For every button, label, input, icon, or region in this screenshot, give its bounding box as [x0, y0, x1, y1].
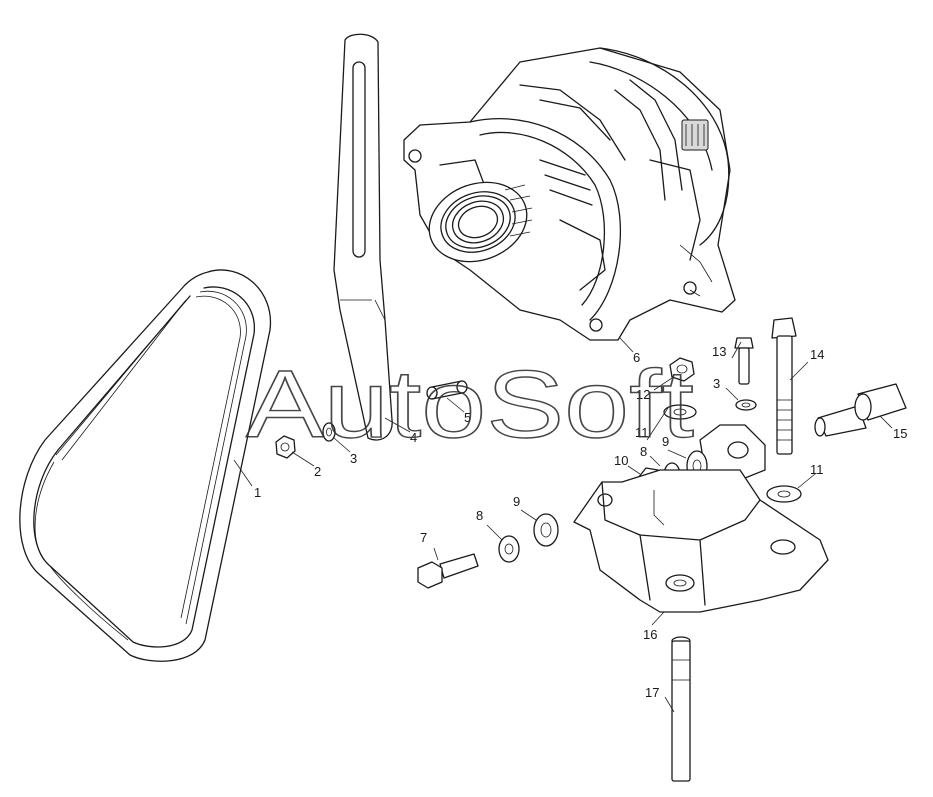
callout-5: 5: [464, 410, 471, 425]
short-bolt: [734, 337, 754, 385]
adjusting-strap: [333, 33, 393, 441]
stud: [671, 636, 691, 782]
callout-3-strap: 3: [350, 451, 357, 466]
callout-1: 1: [254, 485, 261, 500]
callout-9-lower: 9: [513, 494, 520, 509]
mounting-bracket: [573, 469, 829, 613]
drive-belt: [19, 269, 272, 662]
alternator: [403, 47, 736, 341]
callout-4: 4: [410, 430, 417, 445]
washer-right: [766, 485, 802, 503]
callout-7: 7: [420, 530, 427, 545]
washer-small: [322, 422, 336, 442]
callout-11-right: 11: [810, 462, 824, 477]
callout-8-upper: 8: [640, 444, 647, 459]
washer-9-lower: [533, 513, 559, 547]
callout-9-upper: 9: [662, 434, 669, 449]
washer-upper: [663, 404, 697, 420]
callout-3-spring: 3: [713, 376, 720, 391]
nut: [275, 435, 296, 459]
spacer: [426, 380, 468, 400]
nut-upper: [669, 357, 695, 382]
spring-washer: [735, 399, 757, 411]
leader-lines: [233, 337, 893, 713]
lock-washer-lower: [498, 535, 520, 563]
callout-15: 15: [893, 426, 907, 441]
callout-11-upper: 11: [635, 425, 649, 440]
callout-17: 17: [645, 685, 659, 700]
long-bolt: [771, 317, 797, 455]
callout-12: 12: [636, 387, 650, 402]
callout-13: 13: [712, 344, 726, 359]
bolt-7: [417, 553, 479, 589]
callout-6: 6: [633, 350, 640, 365]
callout-10: 10: [614, 453, 628, 468]
callout-2: 2: [314, 464, 321, 479]
watermark-text: AutoSoft: [246, 351, 694, 458]
callout-labels: 1 2 3 3 4 5 6 7 8 8 9 9 10 11 11 12 13 1…: [254, 344, 907, 700]
callout-14: 14: [810, 347, 824, 362]
callout-8-lower: 8: [476, 508, 483, 523]
callout-16: 16: [643, 627, 657, 642]
pin: [814, 383, 907, 437]
